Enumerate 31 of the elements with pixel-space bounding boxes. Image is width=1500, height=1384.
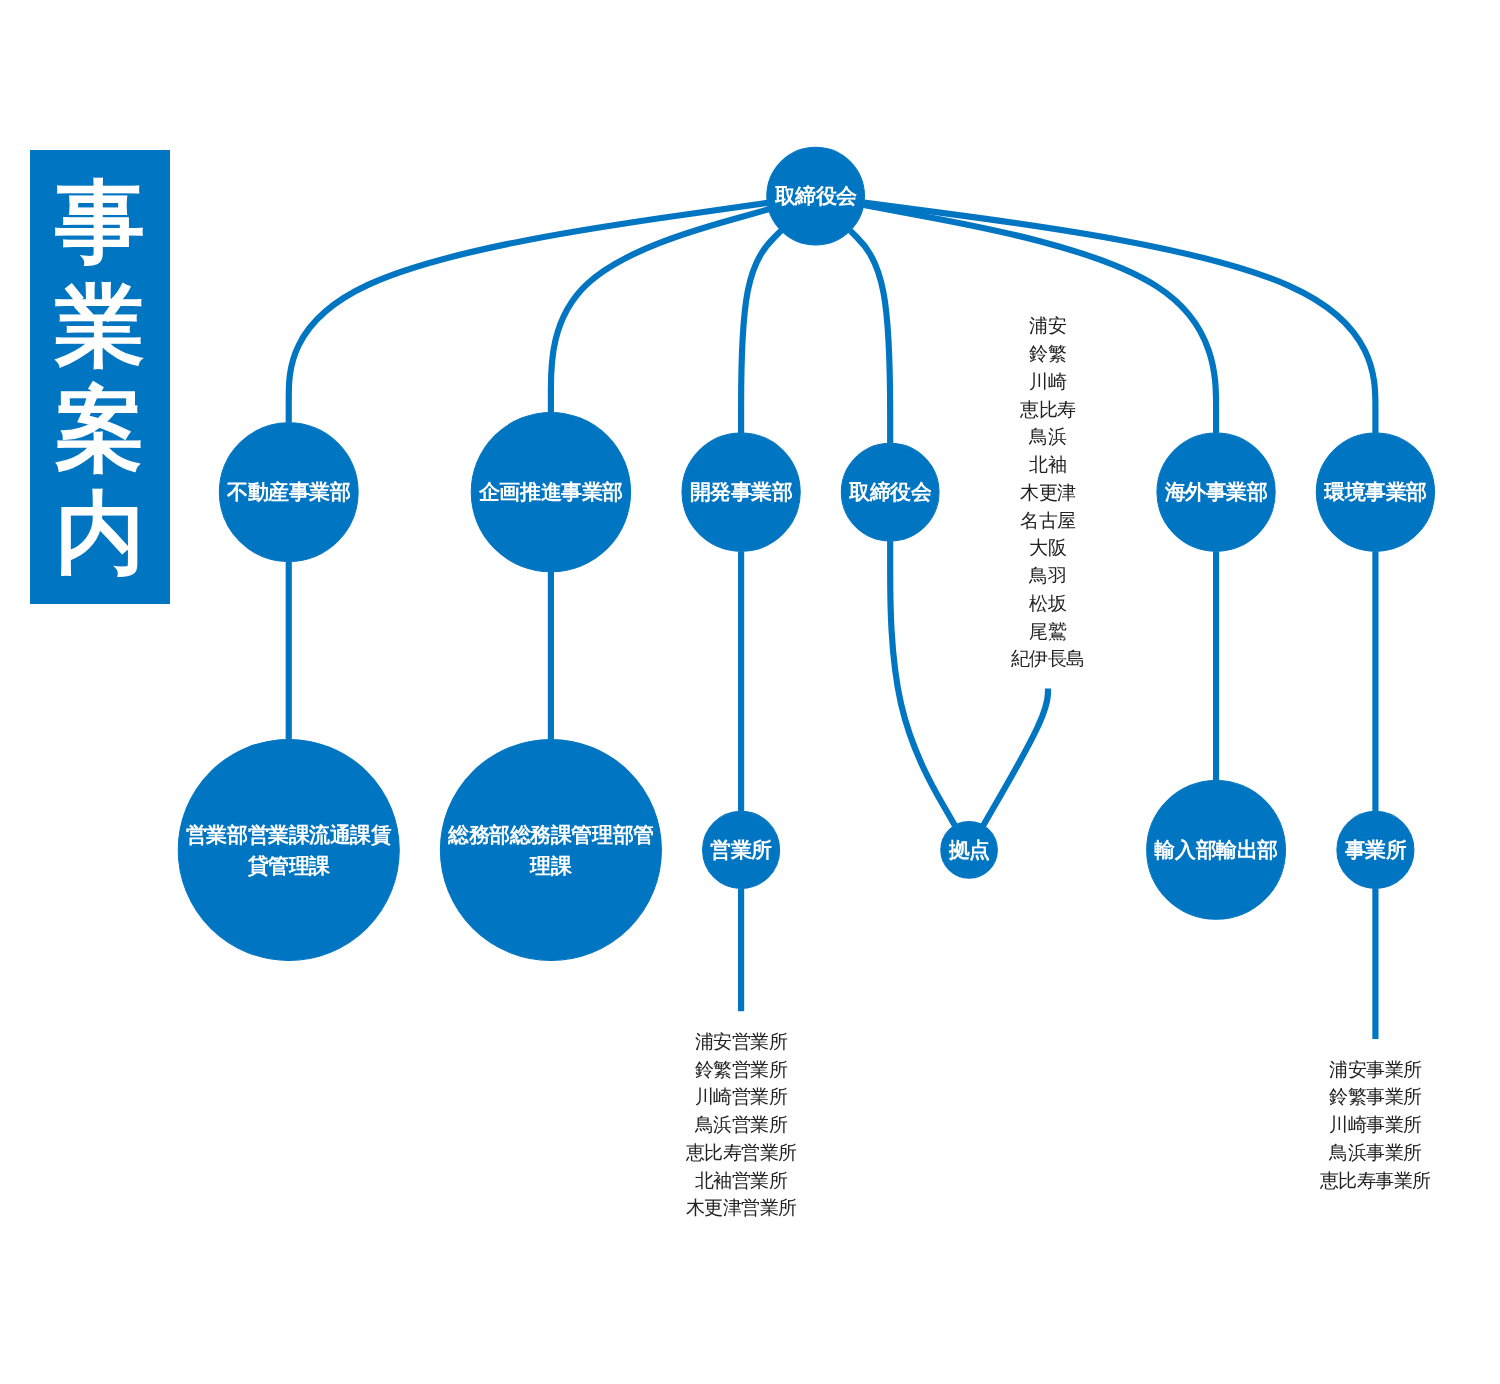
connector: [738, 888, 745, 1012]
title: 事業案内: [30, 150, 170, 604]
node-text: 浦安事業所 鈴繁事業所 川崎事業所 鳥浜事業所 恵比寿事業所: [1319, 1057, 1431, 1191]
connector: [738, 228, 784, 433]
connector: [547, 571, 554, 740]
connector: [863, 199, 1379, 433]
connector: [1212, 551, 1220, 781]
node-circle: 海外事業部: [1156, 432, 1276, 552]
node-circle: 開発事業部: [681, 432, 801, 552]
node-circle: 拠点: [940, 821, 998, 879]
connector: [887, 540, 958, 827]
node-text: 浦安 鈴繁 川崎 恵比寿 鳥浜 北袖 木更津 名古屋 大阪 鳥羽 松坂 尾鷲 紀伊長島: [1010, 314, 1085, 670]
node-circle: 総務部総務課管理部管理課: [439, 738, 662, 961]
node-circle: 不動産事業部: [218, 422, 359, 562]
node-circle: 営業部営業課流通課賃貸管理課: [177, 738, 400, 961]
node-circle: 企画推進事業部: [470, 411, 632, 573]
connector: [738, 551, 745, 812]
node-circle: 取締役会: [840, 442, 940, 542]
node-text: 浦安営業所 鈴繁営業所 川崎営業所 鳥浜営業所 恵比寿営業所 北袖営業所 木更津営業所: [685, 1030, 797, 1219]
connector: [547, 206, 770, 413]
connector: [285, 561, 292, 740]
connector: [847, 228, 894, 444]
node-circle: 取締役会: [766, 146, 865, 246]
connector: [285, 199, 768, 423]
node-circle: 輸入部輸出部: [1146, 779, 1286, 920]
connector: [980, 687, 1052, 827]
connector: [1372, 888, 1379, 1040]
connector: [1372, 551, 1379, 812]
node-circle: 営業所: [702, 810, 781, 889]
node-circle: 環境事業部: [1315, 432, 1436, 552]
node-circle: 事業所: [1336, 810, 1415, 889]
